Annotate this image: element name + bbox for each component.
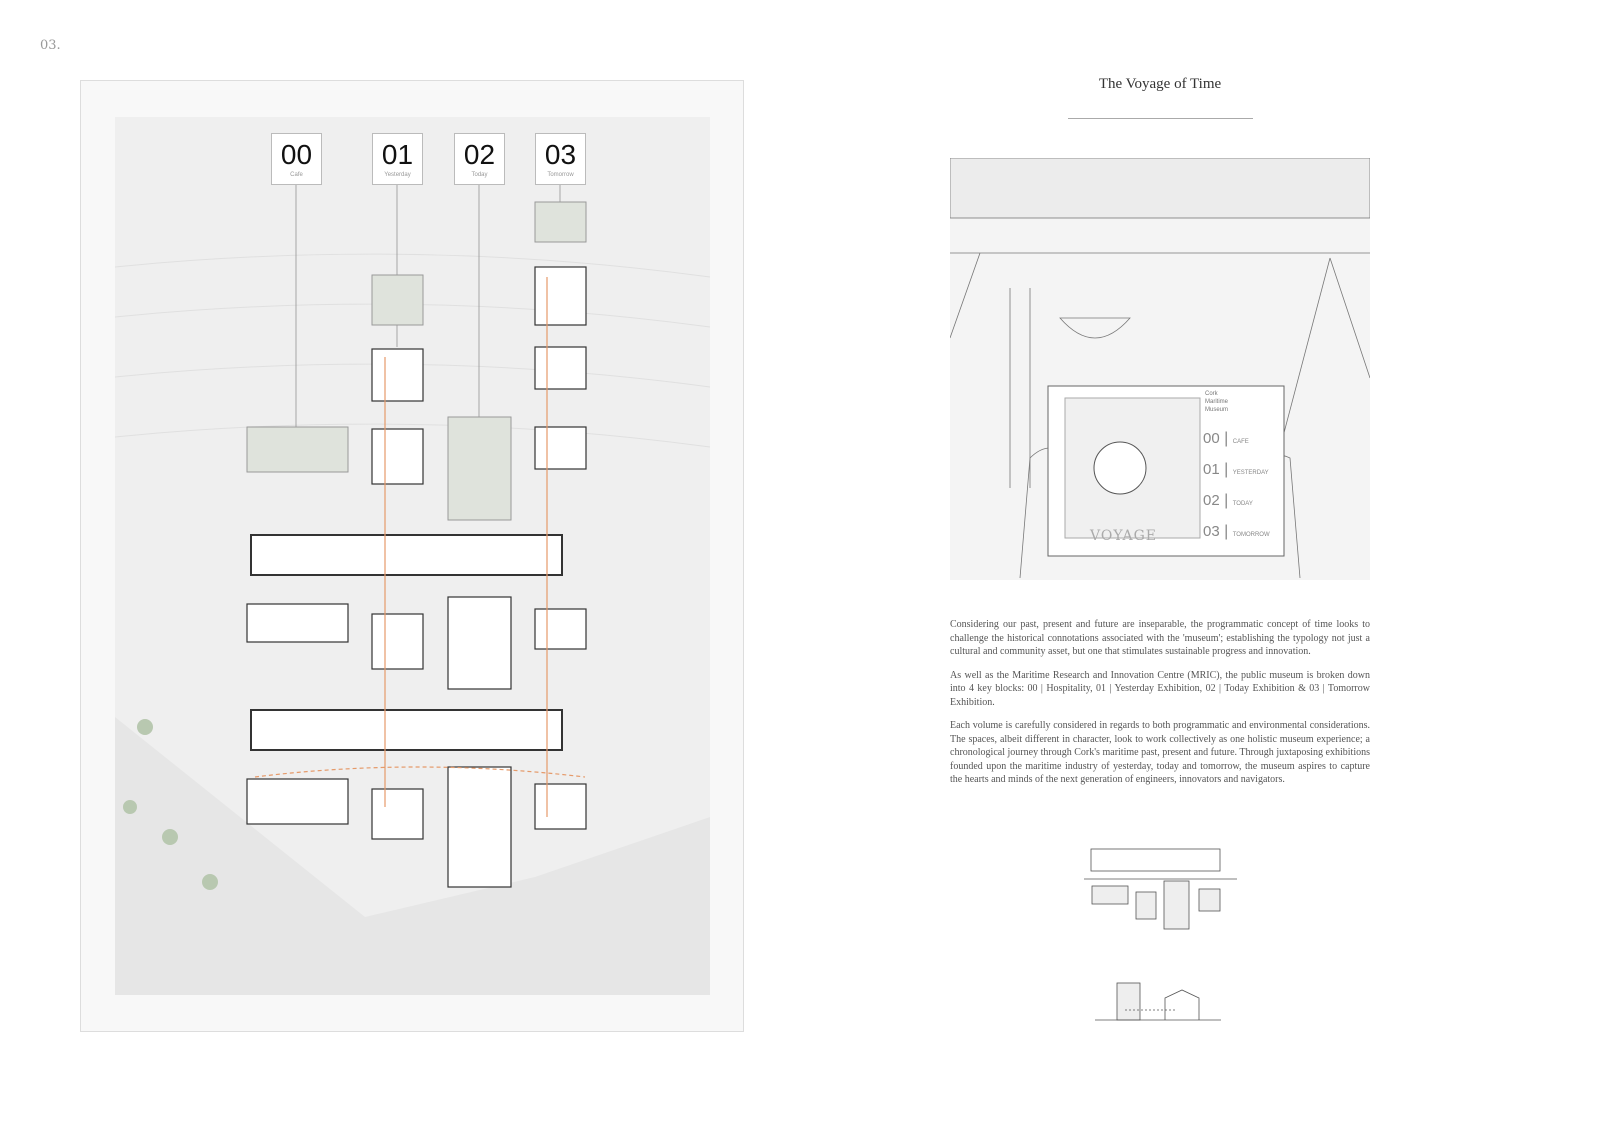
description: Considering our past, present and future… — [950, 618, 1370, 797]
brand-line: Cork — [1205, 391, 1218, 397]
paragraph: As well as the Maritime Research and Inn… — [950, 669, 1370, 708]
tablet-menu-item: 00 | CAFE — [1203, 430, 1249, 447]
exploded-site-plan — [115, 117, 710, 995]
tablet-menu-item: 02 | TODAY — [1203, 492, 1253, 509]
title-divider — [1068, 118, 1253, 119]
tablet-menu-item: 01 | YESTERDAY — [1203, 461, 1269, 478]
paragraph: Considering our past, present and future… — [950, 619, 1370, 657]
block-arrangement-diagram — [1084, 848, 1237, 930]
brand-line: Museum — [1205, 407, 1229, 413]
brand-line: Maritime — [1205, 399, 1229, 405]
poster-title: VOYAGE — [1090, 528, 1158, 544]
page-number: 03. — [40, 38, 61, 53]
section-diagram — [1095, 982, 1221, 1021]
museum-interior-illustration: Cork Maritime Museum 00 | CAFE 01 | YEST… — [950, 158, 1370, 580]
tablet-menu-item: 03 | TOMORROW — [1203, 523, 1270, 540]
paragraph: Each volume is carefully considered in r… — [950, 720, 1370, 785]
page-title: The Voyage of Time — [1098, 76, 1222, 92]
